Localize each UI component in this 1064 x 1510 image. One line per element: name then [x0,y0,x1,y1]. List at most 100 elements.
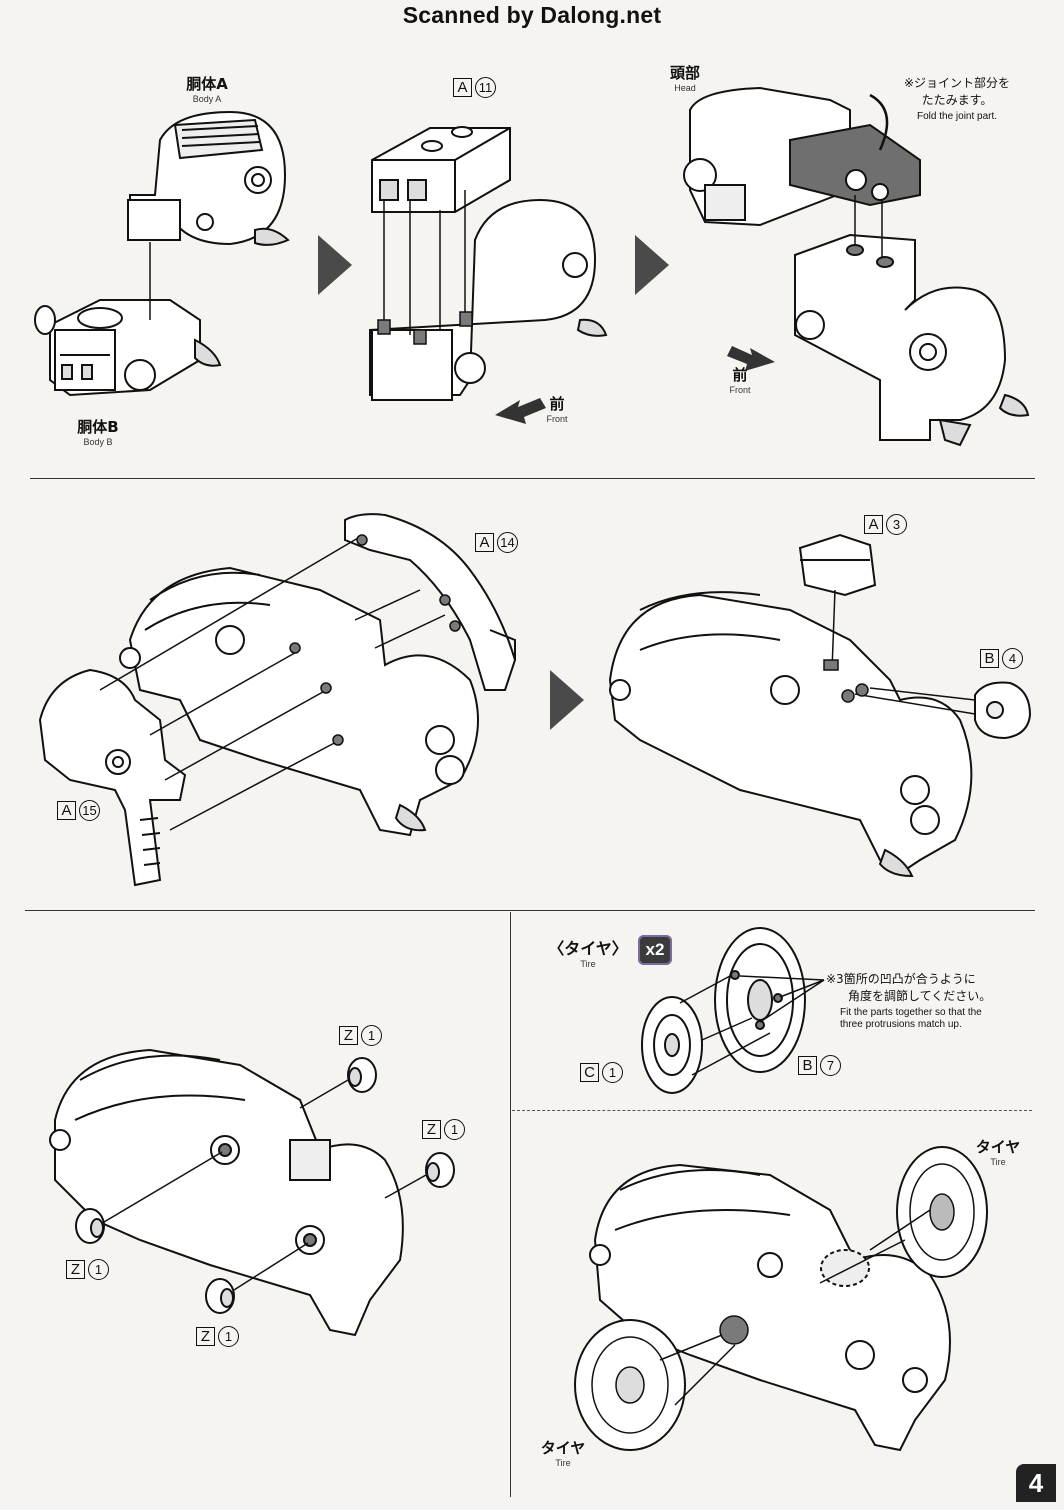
part-tree-letter: A [475,532,494,552]
part-ref-b4: B 4 [980,647,1023,669]
guide-lines-a14-a15 [99,537,446,831]
part-tree-letter: A [57,800,76,820]
part-tree-letter: B [980,648,999,668]
guide-lines-final [659,1209,931,1406]
label-body-a-jp: 胴体A [186,75,228,93]
label-tire-top-en: Tire [990,1157,1006,1167]
body-b-illustration [34,299,222,397]
label-tire-title-jp: 〈タイヤ〉 [548,939,628,958]
front-arrow-1 [495,398,546,424]
part-ref-a15: A 15 [57,799,100,821]
label-front-1: 前 Front [546,393,567,424]
label-head-en: Head [674,83,696,93]
step-arrow-3 [550,670,584,730]
divider-tire-dashed [512,1110,1032,1111]
label-body-a: 胴体A Body A [186,73,228,104]
label-tire-top: タイヤ Tire [976,1136,1021,1167]
divider-step1 [30,478,1035,479]
label-tire-bottom-en: Tire [555,1458,571,1468]
note-align-jp-2: 角度を調節してください。 [848,989,992,1003]
part-ref-a3: A 3 [864,513,907,535]
label-front-1-jp: 前 [549,395,565,413]
part-tree-letter: A [453,77,472,97]
peg-marks-2 [289,534,461,746]
part-number: 7 [820,1054,841,1076]
part-tree-letter: Z [339,1025,358,1045]
quantity-badge: x2 [638,935,672,965]
part-number: 4 [1002,647,1023,669]
final-body-illustration [589,1163,951,1452]
part-number: 1 [444,1118,465,1140]
part-ref-a11: A 11 [453,76,496,98]
step-arrow-1 [318,235,352,295]
guide-line-a3 [831,589,836,671]
part-tree-letter: Z [196,1326,215,1346]
note-fold-joint-jp-2: たたみます。 [921,93,993,107]
part-tree-letter: Z [422,1119,441,1139]
note-align-jp-1: ※3箇所の凹凸が合うように [826,972,976,986]
tire-c1-hub [641,996,703,1094]
page-number: 4 [1016,1464,1056,1502]
guide-lines-z1 [103,1079,427,1291]
body-a-illustration [127,110,290,246]
part-ref-z1-d: Z 1 [196,1325,239,1347]
peg-marks-3 [823,659,869,703]
part-ref-z1-c: Z 1 [66,1258,109,1280]
tire-top [896,1146,988,1278]
part-number: 15 [79,799,100,821]
label-tire-title-en: Tire [580,959,596,969]
frame-illustration-left [119,566,479,837]
label-body-b: 胴体B Body B [77,416,118,447]
step-arrow-2 [635,235,669,295]
label-body-a-en: Body A [192,94,222,104]
part-tree-letter: C [580,1062,599,1082]
label-tire-bottom-jp: タイヤ [540,1439,586,1457]
label-head-jp: 頭部 [669,64,701,82]
part-ref-z1-b: Z 1 [422,1118,465,1140]
note-fold-joint-en: Fold the joint part. [917,111,998,122]
body-lower-illustration [794,233,1030,447]
part-ref-z1-a: Z 1 [339,1024,382,1046]
head-illustration [683,86,921,227]
axle-mark [719,1315,749,1345]
part-a11-illustration [371,126,511,213]
part-tree-letter: Z [66,1259,85,1279]
note-fold-joint-jp-1: ※ジョイント部分を [904,76,1011,90]
divider-vertical [510,912,511,1497]
part-number: 14 [497,531,518,553]
peg-marks [377,311,473,345]
part-ref-b7: B 7 [798,1054,841,1076]
label-body-b-jp: 胴体B [77,418,119,436]
z1-rollers [75,1057,455,1314]
label-tire-bottom: タイヤ Tire [541,1437,586,1468]
label-head: 頭部 Head [670,62,700,93]
label-front-2-en: Front [729,385,751,395]
part-number: 1 [602,1061,623,1083]
guide-lines-b4 [854,687,976,715]
part-ref-c1: C 1 [580,1061,623,1083]
guide-lines-head [854,195,883,258]
part-number: 1 [218,1325,239,1347]
part-b4-illustration [974,681,1032,740]
part-tree-letter: B [798,1055,817,1075]
label-front-2: 前 Front [729,364,750,395]
divider-step2 [25,910,1035,911]
roller-body-illustration [49,1048,404,1337]
label-front-1-en: Front [546,414,568,424]
part-ref-a14: A 14 [475,531,518,553]
label-body-b-en: Body B [83,437,113,447]
part-a14-illustration [344,513,517,691]
tire-bottom [574,1319,686,1451]
note-fold-joint: ※ジョイント部分を たたみます。 Fold the joint part. [904,74,1010,123]
guide-lines-tire [679,975,825,1076]
note-align-en-2: three protrusions match up. [840,1019,962,1030]
front-arrow-2 [727,346,775,371]
part-a3-illustration [798,533,877,597]
note-align-protrusions: ※3箇所の凹凸が合うように 角度を調節してください。 Fit the parts… [826,970,991,1031]
frame-illustration-right [608,591,973,878]
part-number: 3 [886,513,907,535]
label-tire-top-jp: タイヤ [975,1138,1021,1156]
combined-body-illustration [369,198,608,401]
